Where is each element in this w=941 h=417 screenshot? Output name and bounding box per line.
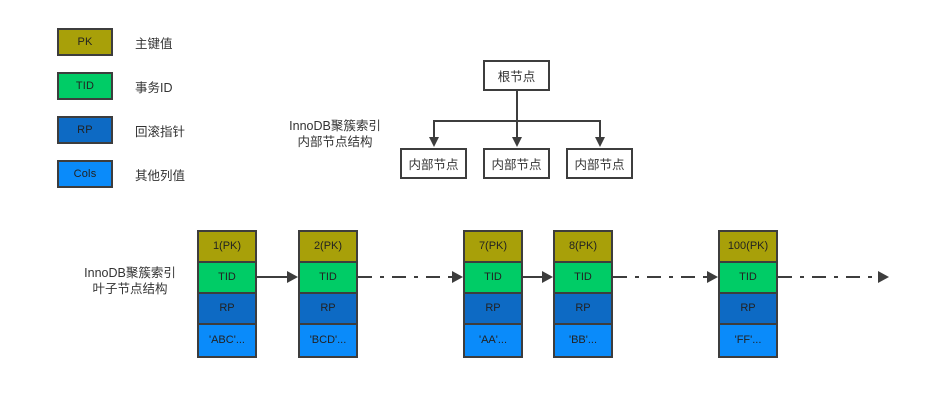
leaf-node-3-pk-cell: 7(PK) (465, 232, 521, 263)
internal-node-box-2: 内部节点 (483, 148, 550, 179)
leaf-connector-1-2 (257, 276, 287, 278)
leaf-row-caption-line1: InnoDB聚簇索引 (84, 266, 176, 280)
leaf-connector-8-100 (613, 276, 707, 278)
leaf-connector-2-7-arrowhead-icon (452, 271, 463, 283)
leaf-node-5: 100(PK) TID RP 'FF'... (718, 230, 778, 358)
leaf-connector-7-8 (523, 276, 542, 278)
leaf-node-4-tid-cell: TID (555, 263, 611, 294)
leaf-node-4-rp-cell: RP (555, 294, 611, 325)
leaf-connector-1-2-arrowhead-icon (287, 271, 298, 283)
leaf-node-4-cols-cell: 'BB'... (555, 325, 611, 356)
leaf-node-3-rp-cell: RP (465, 294, 521, 325)
legend-swatch-pk: PK (57, 28, 113, 56)
leaf-node-2-tid-cell: TID (300, 263, 356, 294)
leaf-connector-2-7 (358, 276, 452, 278)
legend-swatch-rp: RP (57, 116, 113, 144)
internal-node-box-1: 内部节点 (400, 148, 467, 179)
tree-arrowhead-2-icon (512, 137, 522, 147)
leaf-node-2: 2(PK) TID RP 'BCD'... (298, 230, 358, 358)
tree-drop-2 (516, 120, 518, 138)
leaf-node-3: 7(PK) TID RP 'AA'... (463, 230, 523, 358)
legend-label-tid: 事务ID (135, 81, 173, 95)
leaf-connector-trailing-arrowhead-icon (878, 271, 889, 283)
leaf-node-4: 8(PK) TID RP 'BB'... (553, 230, 613, 358)
legend-label-rp: 回滚指针 (135, 125, 186, 139)
leaf-row-caption: InnoDB聚簇索引 叶子节点结构 (71, 265, 189, 297)
leaf-node-1-pk-cell: 1(PK) (199, 232, 255, 263)
legend-swatch-tid: TID (57, 72, 113, 100)
tree-stem-vertical (516, 91, 518, 121)
internal-tree-caption-line1: InnoDB聚簇索引 (289, 119, 381, 133)
leaf-connector-trailing (778, 276, 878, 278)
leaf-node-2-cols-cell: 'BCD'... (300, 325, 356, 356)
leaf-node-1-tid-cell: TID (199, 263, 255, 294)
root-node-box: 根节点 (483, 60, 550, 91)
leaf-node-1-rp-cell: RP (199, 294, 255, 325)
leaf-node-5-tid-cell: TID (720, 263, 776, 294)
leaf-node-3-tid-cell: TID (465, 263, 521, 294)
leaf-node-2-rp-cell: RP (300, 294, 356, 325)
internal-tree-caption: InnoDB聚簇索引 内部节点结构 (276, 118, 394, 150)
internal-node-box-3: 内部节点 (566, 148, 633, 179)
leaf-node-1-cols-cell: 'ABC'... (199, 325, 255, 356)
leaf-node-1: 1(PK) TID RP 'ABC'... (197, 230, 257, 358)
leaf-node-5-cols-cell: 'FF'... (720, 325, 776, 356)
legend-label-cols: 其他列值 (135, 169, 186, 183)
leaf-node-4-pk-cell: 8(PK) (555, 232, 611, 263)
legend-label-pk: 主键值 (135, 37, 173, 51)
legend-swatch-cols: Cols (57, 160, 113, 188)
leaf-connector-7-8-arrowhead-icon (542, 271, 553, 283)
tree-drop-1 (433, 120, 435, 138)
leaf-connector-8-100-arrowhead-icon (707, 271, 718, 283)
internal-tree-caption-line2: 内部节点结构 (297, 135, 373, 149)
leaf-node-2-pk-cell: 2(PK) (300, 232, 356, 263)
leaf-node-5-pk-cell: 100(PK) (720, 232, 776, 263)
leaf-row-caption-line2: 叶子节点结构 (92, 282, 168, 296)
leaf-node-5-rp-cell: RP (720, 294, 776, 325)
tree-arrowhead-1-icon (429, 137, 439, 147)
tree-arrowhead-3-icon (595, 137, 605, 147)
leaf-node-3-cols-cell: 'AA'... (465, 325, 521, 356)
tree-drop-3 (599, 120, 601, 138)
